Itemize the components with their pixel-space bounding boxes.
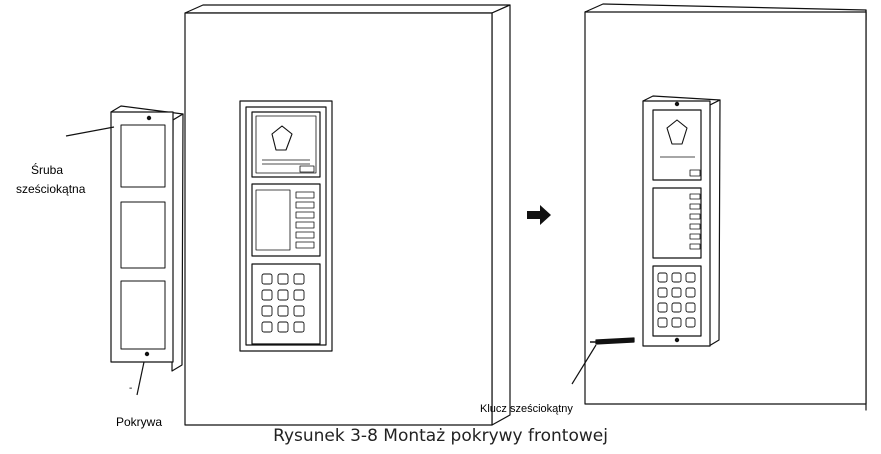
key-leader-line — [571, 344, 597, 385]
door-station-open — [239, 100, 333, 352]
direction-arrow-icon — [527, 205, 551, 225]
cover-label: Pokrywa — [116, 415, 162, 429]
door-station-covered — [642, 95, 721, 347]
front-cover — [110, 105, 184, 372]
hex-screw-label-2: sześciokątna — [16, 182, 85, 196]
hex-screw-label-line2: sześciokątna — [16, 182, 86, 196]
dash-mark-text: - — [129, 383, 133, 394]
hex-key-label: Klucz sześciokątny — [480, 402, 573, 416]
hex-screw-label-line1: Śruba — [31, 163, 64, 177]
cover-leader-line — [136, 361, 145, 396]
figure-caption: Rysunek 3-8 Montaż pokrywy frontowej — [273, 426, 608, 446]
screw-leader-line — [65, 126, 115, 137]
right-wall — [584, 3, 867, 411]
cover-label-text: Pokrywa — [116, 415, 163, 429]
left-wall — [184, 4, 511, 426]
hex-screw-label: Śruba — [31, 163, 63, 177]
dash-mark: - — [129, 382, 132, 396]
hex-key-tool — [590, 337, 635, 345]
hex-key-label-text: Klucz sześciokątny — [480, 403, 573, 415]
